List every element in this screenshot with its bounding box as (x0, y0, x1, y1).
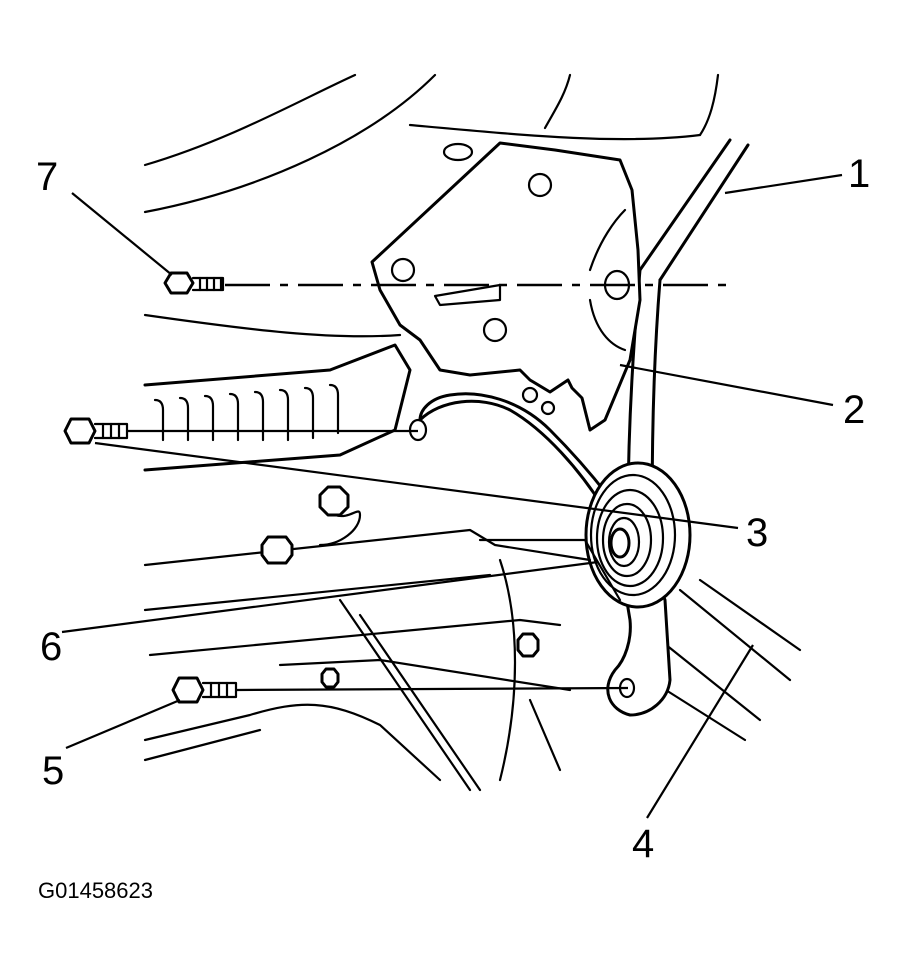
figure-id: G01458623 (38, 878, 153, 903)
studs (260, 485, 540, 689)
callout-6: 6 (40, 625, 62, 669)
hinge-upper-plate (370, 141, 642, 432)
callout-3: 3 (746, 511, 768, 555)
cowl-grille (143, 343, 412, 472)
bolt-5-icon (171, 676, 238, 704)
callout-7: 7 (36, 155, 58, 199)
callout-1: 1 (848, 152, 870, 196)
bolt-7-icon (163, 271, 225, 295)
body-contour-lines (143, 73, 720, 338)
callout-5: 5 (42, 749, 64, 793)
bolt-3-icon (63, 417, 129, 445)
hinge-spring-coil (584, 461, 692, 609)
alignment-lines (127, 283, 735, 692)
lower-body-panels (143, 528, 622, 792)
leader-lines (61, 173, 843, 819)
callout-4: 4 (632, 822, 654, 866)
callout-2: 2 (843, 388, 865, 432)
callout-labels: 7 1 2 3 6 5 4 (36, 152, 870, 866)
